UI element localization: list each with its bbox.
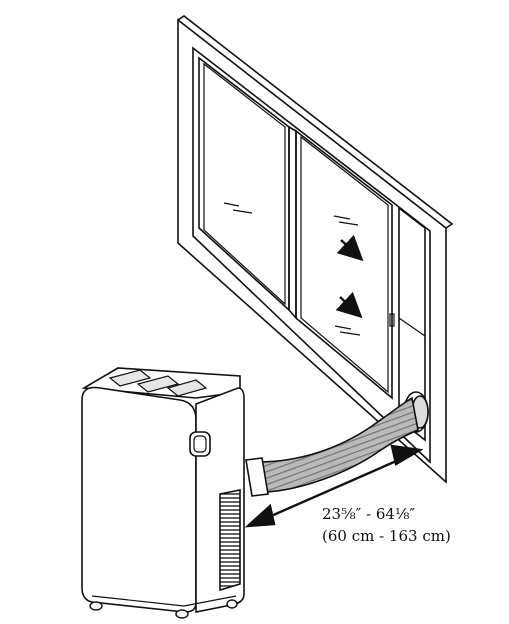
air-conditioner-unit [81, 367, 245, 619]
dimension-arrowhead-right [390, 444, 424, 466]
window-side-panel [398, 206, 426, 442]
dimension-arrow [244, 444, 424, 528]
dimension-arrowhead-left [244, 503, 276, 528]
window-frame-depth [177, 15, 454, 229]
unit-wheels [89, 599, 238, 619]
window-outer-frame [177, 18, 447, 484]
hose-body [256, 396, 419, 493]
exhaust-hose [245, 396, 419, 497]
window-divider [288, 125, 297, 321]
length-metric-label: (60 cm - 163 cm) [322, 527, 451, 545]
unit-top-grille [108, 369, 208, 397]
hose-cuff [245, 457, 269, 497]
window [177, 15, 454, 484]
window-latch [389, 313, 395, 327]
length-imperial-label: 23⅝″ - 64⅛″ [322, 505, 415, 523]
unit-rear-vent [219, 489, 241, 592]
window-inner-frame [192, 46, 431, 464]
slide-direction-arrows [335, 234, 364, 319]
glass-reflection-marks [223, 202, 361, 336]
unit-front [81, 386, 197, 613]
